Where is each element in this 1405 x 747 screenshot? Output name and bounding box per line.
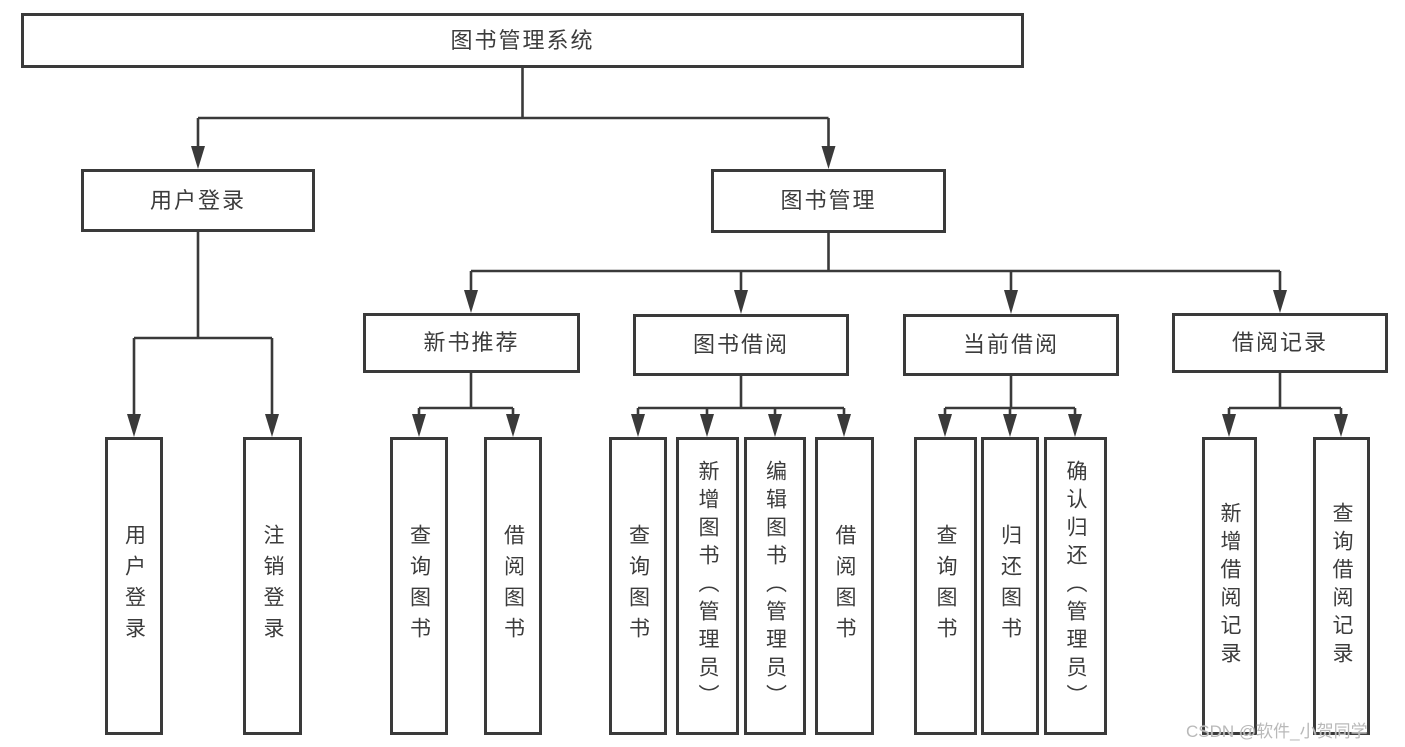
leaf-confirm-return-admin-label: 确认归还（管理员） <box>1064 460 1087 712</box>
leaf-query-books-2: 查询图书 <box>609 437 667 735</box>
leaf-borrow-books-2-label: 借阅图书 <box>833 524 856 648</box>
node-root: 图书管理系统 <box>21 13 1024 68</box>
leaf-add-borrow-record-label: 新增借阅记录 <box>1218 502 1241 670</box>
node-book-borrow: 图书借阅 <box>633 314 849 376</box>
node-book-management-label: 图书管理 <box>780 188 877 213</box>
arrow-book-management <box>821 146 836 169</box>
arrow-book-borrow <box>734 290 748 314</box>
leaf-query-books-1: 查询图书 <box>390 437 448 735</box>
arrow-user-login <box>191 146 205 169</box>
node-book-borrow-label: 图书借阅 <box>692 332 789 357</box>
leaf-borrow-books-2: 借阅图书 <box>815 437 874 735</box>
leaf-query-books-3-label: 查询图书 <box>934 524 957 648</box>
leaf-query-books-1-label: 查询图书 <box>407 524 431 648</box>
arrow-new-book <box>464 290 478 313</box>
leaf-edit-book-admin: 编辑图书（管理员） <box>744 437 806 735</box>
node-root-label: 图书管理系统 <box>450 27 595 53</box>
leaf-logout: 注销登录 <box>243 437 302 735</box>
leaf-add-book-admin-label: 新增图书（管理员） <box>696 460 719 712</box>
leaf-user-login-label: 用户登录 <box>122 524 146 648</box>
leaf-query-borrow-record: 查询借阅记录 <box>1313 437 1370 735</box>
leaf-confirm-return-admin: 确认归还（管理员） <box>1044 437 1107 735</box>
leaf-add-book-admin: 新增图书（管理员） <box>676 437 739 735</box>
node-borrow-records: 借阅记录 <box>1172 313 1388 373</box>
leaf-return-books-label: 归还图书 <box>998 524 1022 648</box>
leaf-edit-book-admin-label: 编辑图书（管理员） <box>763 460 787 712</box>
node-new-book-recommend-label: 新书推荐 <box>423 330 520 355</box>
leaf-borrow-books-1: 借阅图书 <box>484 437 542 735</box>
arrow-current-borrow <box>1004 290 1018 314</box>
arrow-borrow-records <box>1273 290 1287 313</box>
node-current-borrow-label: 当前借阅 <box>962 332 1059 357</box>
leaf-query-borrow-record-label: 查询借阅记录 <box>1330 502 1353 670</box>
leaf-borrow-books-1-label: 借阅图书 <box>501 524 525 648</box>
leaf-query-books-2-label: 查询图书 <box>626 524 650 648</box>
leaf-logout-label: 注销登录 <box>261 524 284 648</box>
watermark: CSDN @软件_小贺同学 <box>1186 722 1368 741</box>
node-new-book-recommend: 新书推荐 <box>363 313 580 373</box>
leaf-user-login: 用户登录 <box>105 437 163 735</box>
node-borrow-records-label: 借阅记录 <box>1231 330 1328 355</box>
leaf-add-borrow-record: 新增借阅记录 <box>1202 437 1257 735</box>
node-current-borrow: 当前借阅 <box>903 314 1119 376</box>
node-user-login: 用户登录 <box>81 169 315 232</box>
node-user-login-label: 用户登录 <box>149 187 246 213</box>
leaf-return-books: 归还图书 <box>981 437 1039 735</box>
node-book-management: 图书管理 <box>711 169 946 233</box>
leaf-query-books-3: 查询图书 <box>914 437 977 735</box>
